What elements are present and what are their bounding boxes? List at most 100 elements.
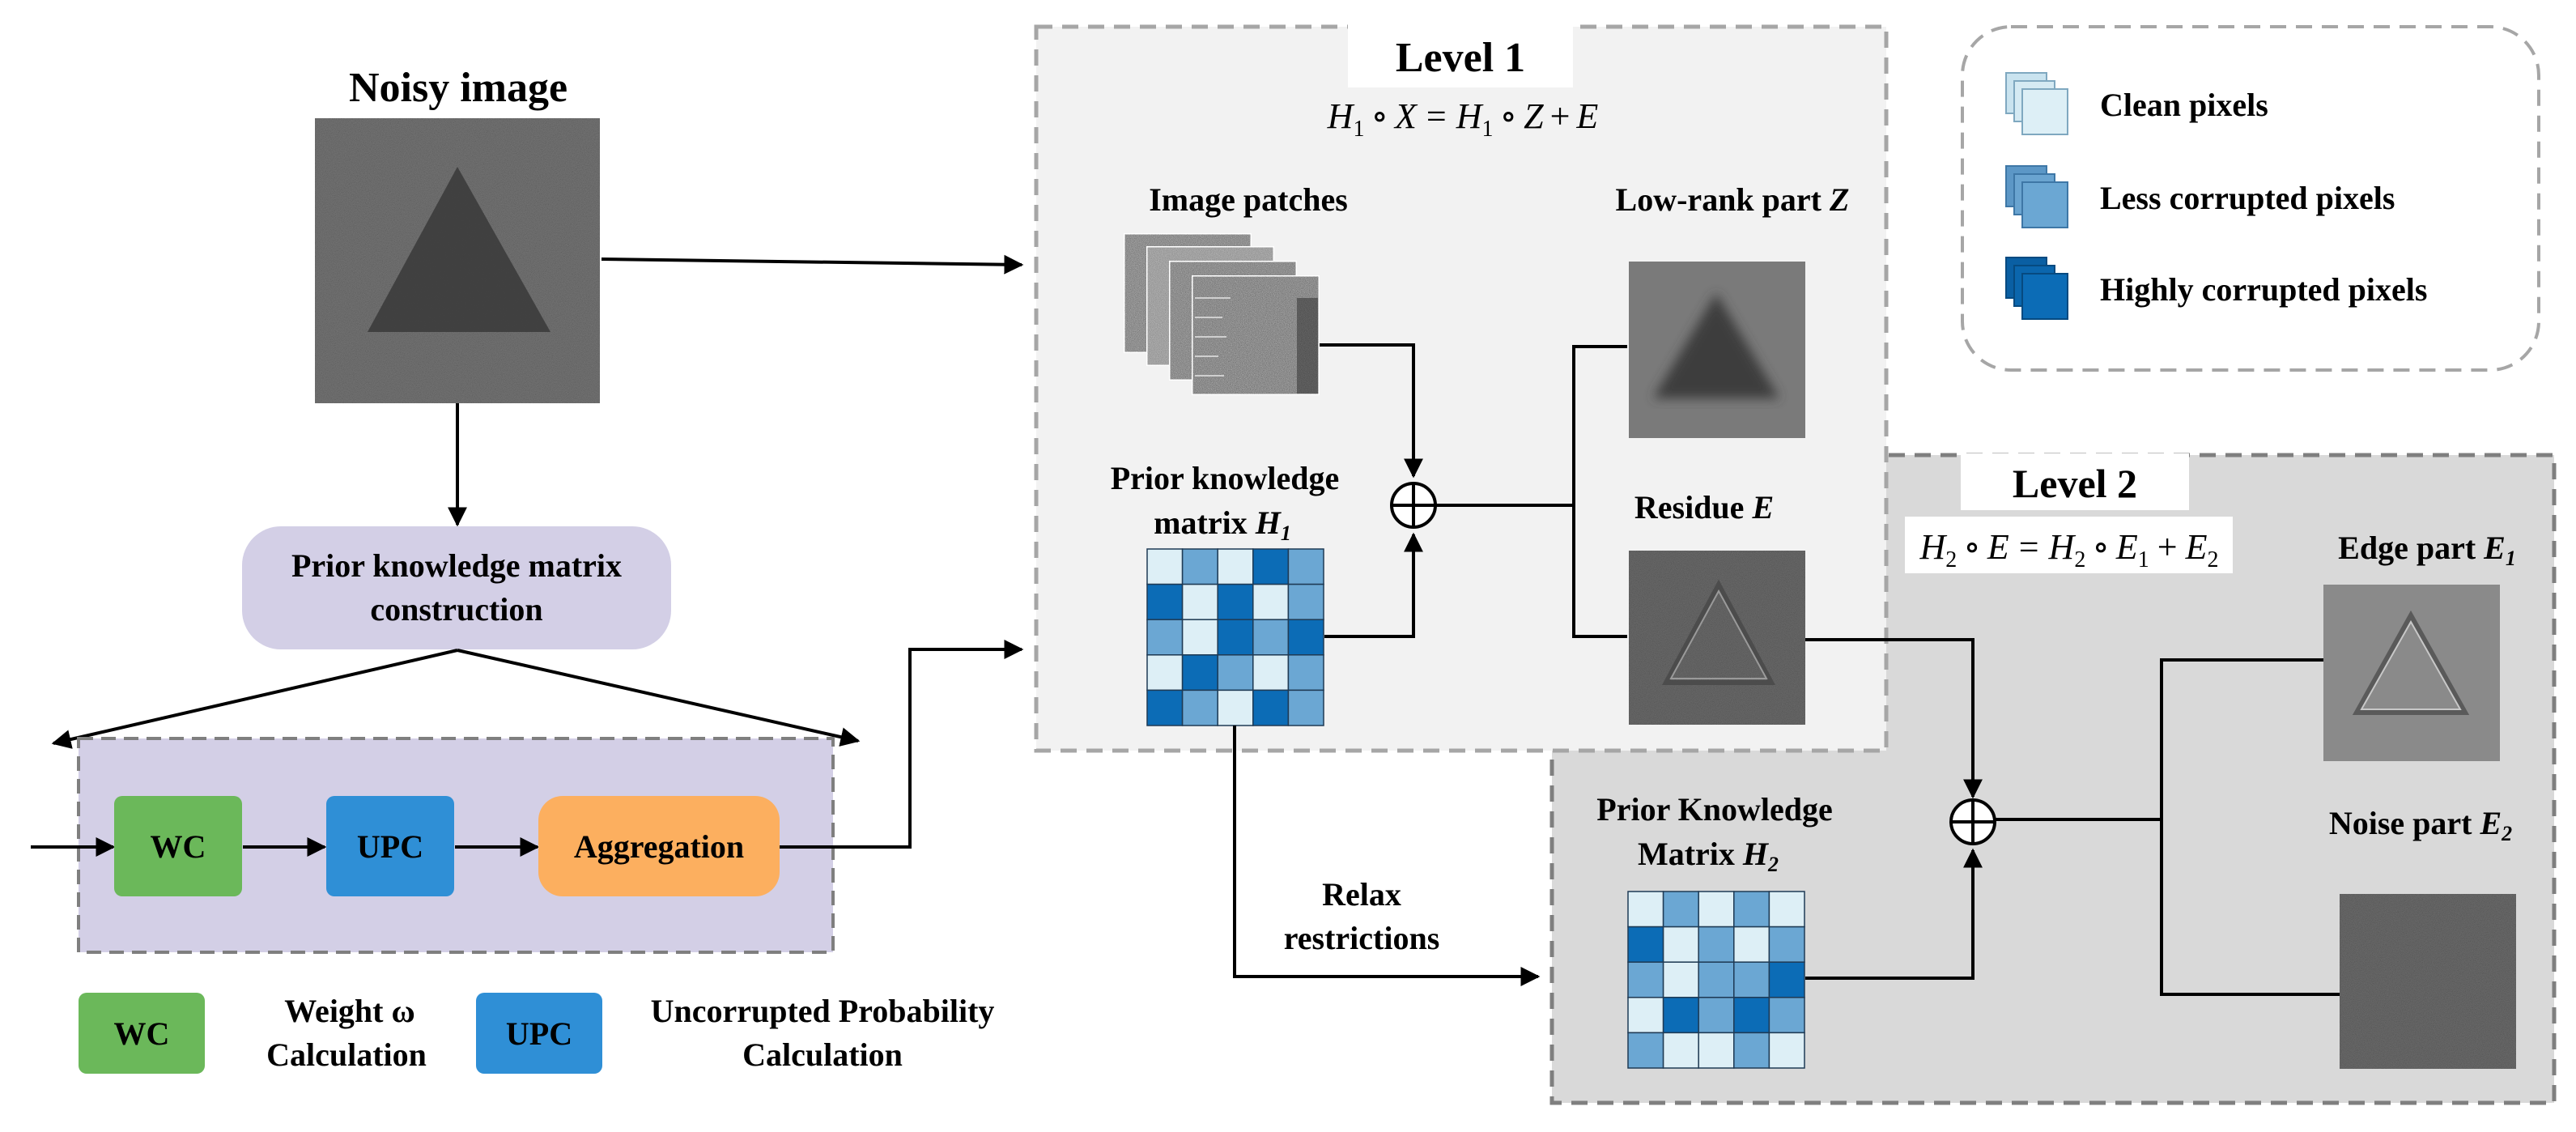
matrix-cell <box>1698 926 1735 963</box>
prior-construction-box <box>242 526 671 649</box>
matrix-cell <box>1287 654 1324 692</box>
arrow-residue-to-sum2 <box>1805 638 1983 799</box>
image-patches-label: Image patches <box>1149 181 1348 218</box>
wc-box <box>114 796 242 896</box>
arrow-patches-to-sum <box>1320 343 1423 479</box>
matrix-cell <box>1287 619 1324 656</box>
matrix-cell <box>1146 689 1184 726</box>
edge-label: Edge part E1 <box>2338 530 2516 570</box>
matrix-cell <box>1662 997 1699 1034</box>
matrix-cell <box>1252 548 1290 585</box>
aggregation-box <box>538 796 780 896</box>
matrix-cell <box>1146 548 1184 585</box>
legend-highly-label: Highly corrupted pixels <box>2100 271 2427 308</box>
level2-equation: H2∘E=H2∘E1+E2 <box>1919 527 2218 572</box>
matrix-cell <box>1698 997 1735 1034</box>
arrow-h2-to-sum2 <box>1805 848 1983 980</box>
key-upc-label: UPC <box>506 1015 572 1052</box>
arrow-relax-restrictions <box>1233 726 1541 986</box>
relax-label-2: restrictions <box>1284 920 1440 956</box>
noise-label: Noise part E2 <box>2329 805 2512 845</box>
prior-h2-label-2: Matrix H2 <box>1638 836 1779 876</box>
prior-matrix-h2 <box>1627 891 1805 1069</box>
upc-label: UPC <box>357 828 423 865</box>
arrow-h1-to-sum <box>1324 532 1423 638</box>
matrix-cell <box>1146 619 1184 656</box>
matrix-cell <box>1733 1032 1770 1069</box>
matrix-cell <box>1733 997 1770 1034</box>
matrix-cell <box>1662 926 1699 963</box>
key-upc-desc-1: Uncorrupted Probability <box>651 993 995 1029</box>
highly-corrupted-pixels-icon <box>2005 257 2068 320</box>
key-wc-desc-1: Weight ω <box>284 993 414 1029</box>
matrix-cell <box>1733 926 1770 963</box>
matrix-cell <box>1627 961 1664 998</box>
wc-label: WC <box>151 828 206 865</box>
image-patches-stack <box>1122 232 1321 397</box>
arrow-to-edge <box>2160 658 2323 819</box>
noisy-image <box>315 118 600 403</box>
matrix-cell <box>1181 583 1218 620</box>
matrix-cell <box>1181 689 1218 726</box>
matrix-cell <box>1662 1032 1699 1069</box>
matrix-cell <box>1146 583 1184 620</box>
noisy-image-title: Noisy image <box>349 65 567 111</box>
less-corrupted-pixels-icon <box>2005 165 2068 228</box>
aggregation-label: Aggregation <box>574 828 744 865</box>
matrix-cell <box>1698 891 1735 928</box>
level1-title: Level 1 <box>1396 35 1525 81</box>
residue-label: Residue E <box>1634 489 1774 526</box>
matrix-cell <box>1627 891 1664 928</box>
prior-h1-label-1: Prior knowledge <box>1111 460 1340 496</box>
matrix-cell <box>1698 1032 1735 1069</box>
lowrank-image <box>1629 262 1805 438</box>
level2-title: Level 2 <box>2013 461 2137 506</box>
arrow-tent-left <box>51 649 458 749</box>
key-upc-box <box>476 993 602 1074</box>
matrix-cell <box>1768 891 1805 928</box>
level2-equation-bg <box>1905 517 2233 573</box>
matrix-cell <box>1733 961 1770 998</box>
relax-label-1: Relax <box>1322 876 1401 913</box>
arrow-tent-right <box>457 649 861 747</box>
edge-image <box>2323 585 2500 761</box>
prior-h2-label-1: Prior Knowledge <box>1596 791 1832 828</box>
matrix-cell <box>1252 619 1290 656</box>
matrix-cell <box>1287 689 1324 726</box>
noise-image <box>2340 894 2516 1069</box>
matrix-cell <box>1627 1032 1664 1069</box>
arrow-aggregation-to-level1 <box>780 640 1024 849</box>
prior-h1-label-2: matrix H1 <box>1154 504 1291 545</box>
matrix-cell <box>1662 891 1699 928</box>
prior-construction-label-2: construction <box>370 591 542 628</box>
matrix-cell <box>1252 689 1290 726</box>
sum-node-level2 <box>1949 798 1996 845</box>
key-wc-box <box>79 993 205 1074</box>
legend-box <box>1961 25 2540 372</box>
matrix-cell <box>1768 1032 1805 1069</box>
arrow-to-lowrank <box>1572 345 1627 505</box>
arrow-noisy-to-level1 <box>601 254 1024 274</box>
matrix-cell <box>1627 997 1664 1034</box>
prior-matrix-h1 <box>1146 548 1324 726</box>
matrix-cell <box>1181 654 1218 692</box>
matrix-cell <box>1627 926 1664 963</box>
legend-clean-label: Clean pixels <box>2100 87 2268 123</box>
matrix-cell <box>1768 997 1805 1034</box>
sum-node-level1 <box>1390 482 1437 529</box>
level2-title-bg <box>1961 453 2189 510</box>
residue-image <box>1629 551 1805 725</box>
matrix-cell <box>1181 548 1218 585</box>
matrix-cell <box>1217 583 1254 620</box>
prior-construction-label-1: Prior knowledge matrix <box>291 547 622 584</box>
matrix-cell <box>1768 926 1805 963</box>
matrix-cell <box>1287 548 1324 585</box>
matrix-cell <box>1217 548 1254 585</box>
arrow-to-noise <box>2160 819 2340 996</box>
matrix-cell <box>1768 961 1805 998</box>
matrix-cell <box>1733 891 1770 928</box>
upc-box <box>326 796 454 896</box>
matrix-cell <box>1217 689 1254 726</box>
matrix-cell <box>1698 961 1735 998</box>
